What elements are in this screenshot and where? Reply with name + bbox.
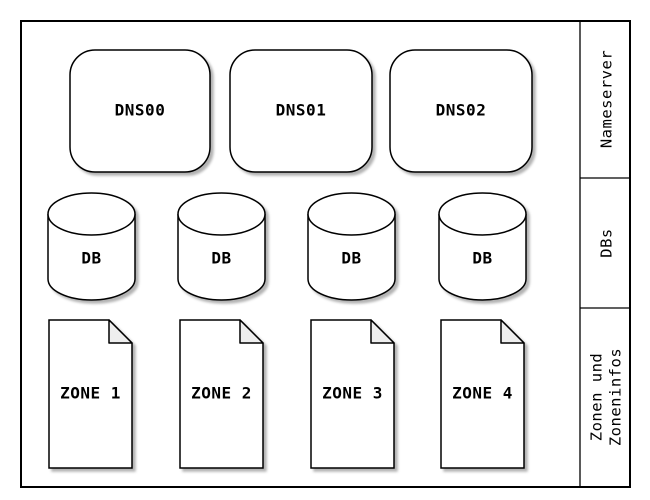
dns-node-shape bbox=[389, 49, 533, 173]
db-cylinder-body bbox=[177, 214, 266, 301]
db-node-1: DB bbox=[47, 192, 136, 301]
db-node-label: DB bbox=[341, 249, 361, 268]
dns-node-2: DNS01 bbox=[229, 49, 373, 173]
zone-node-label: ZONE 2 bbox=[191, 384, 252, 403]
zone-document-fold bbox=[108, 319, 133, 344]
db-node-3: DB bbox=[307, 192, 396, 301]
zone-node-1: ZONE 1 bbox=[48, 319, 133, 469]
sidebar-label-dbs: DBs bbox=[597, 228, 615, 258]
zone-document-fold bbox=[370, 319, 395, 344]
dns-node-label: DNS02 bbox=[436, 101, 487, 120]
db-cylinder-top bbox=[307, 192, 396, 236]
dns-node-label: DNS01 bbox=[276, 101, 327, 120]
dns-node-shape bbox=[229, 49, 373, 173]
dns-node-shape bbox=[69, 49, 211, 173]
db-cylinder-body bbox=[307, 214, 396, 301]
zone-node-label: ZONE 3 bbox=[322, 384, 383, 403]
zone-document-shape bbox=[440, 319, 525, 469]
db-node-label: DB bbox=[472, 249, 492, 268]
zone-node-4: ZONE 4 bbox=[440, 319, 525, 469]
zone-document-shape bbox=[179, 319, 264, 469]
zone-node-label: ZONE 1 bbox=[60, 384, 121, 403]
zone-node-3: ZONE 3 bbox=[310, 319, 395, 469]
db-node-2: DB bbox=[177, 192, 266, 301]
zone-node-2: ZONE 2 bbox=[179, 319, 264, 469]
dns-node-label: DNS00 bbox=[115, 101, 166, 120]
db-cylinder-body bbox=[438, 214, 527, 301]
zone-document-shape bbox=[48, 319, 133, 469]
db-cylinder-body bbox=[47, 214, 136, 301]
dns-node-1: DNS00 bbox=[69, 49, 211, 173]
db-node-4: DB bbox=[438, 192, 527, 301]
db-cylinder-top bbox=[47, 192, 136, 236]
zone-document-fold bbox=[500, 319, 525, 344]
sidebar-label-zones-line1: Zonen und bbox=[587, 353, 605, 442]
db-cylinder-top bbox=[177, 192, 266, 236]
db-cylinder-top bbox=[438, 192, 527, 236]
sidebar: Nameserver DBs Zonen und Zoneninfos bbox=[579, 21, 630, 487]
zone-node-label: ZONE 4 bbox=[452, 384, 513, 403]
db-node-label: DB bbox=[81, 249, 101, 268]
zone-document-shape bbox=[310, 319, 395, 469]
dns-node-3: DNS02 bbox=[389, 49, 533, 173]
sidebar-label-zones-line2: Zoneninfos bbox=[606, 348, 624, 446]
diagram-border bbox=[20, 20, 631, 488]
zone-document-fold bbox=[239, 319, 264, 344]
db-node-label: DB bbox=[211, 249, 231, 268]
sidebar-label-nameserver: Nameserver bbox=[597, 50, 615, 148]
